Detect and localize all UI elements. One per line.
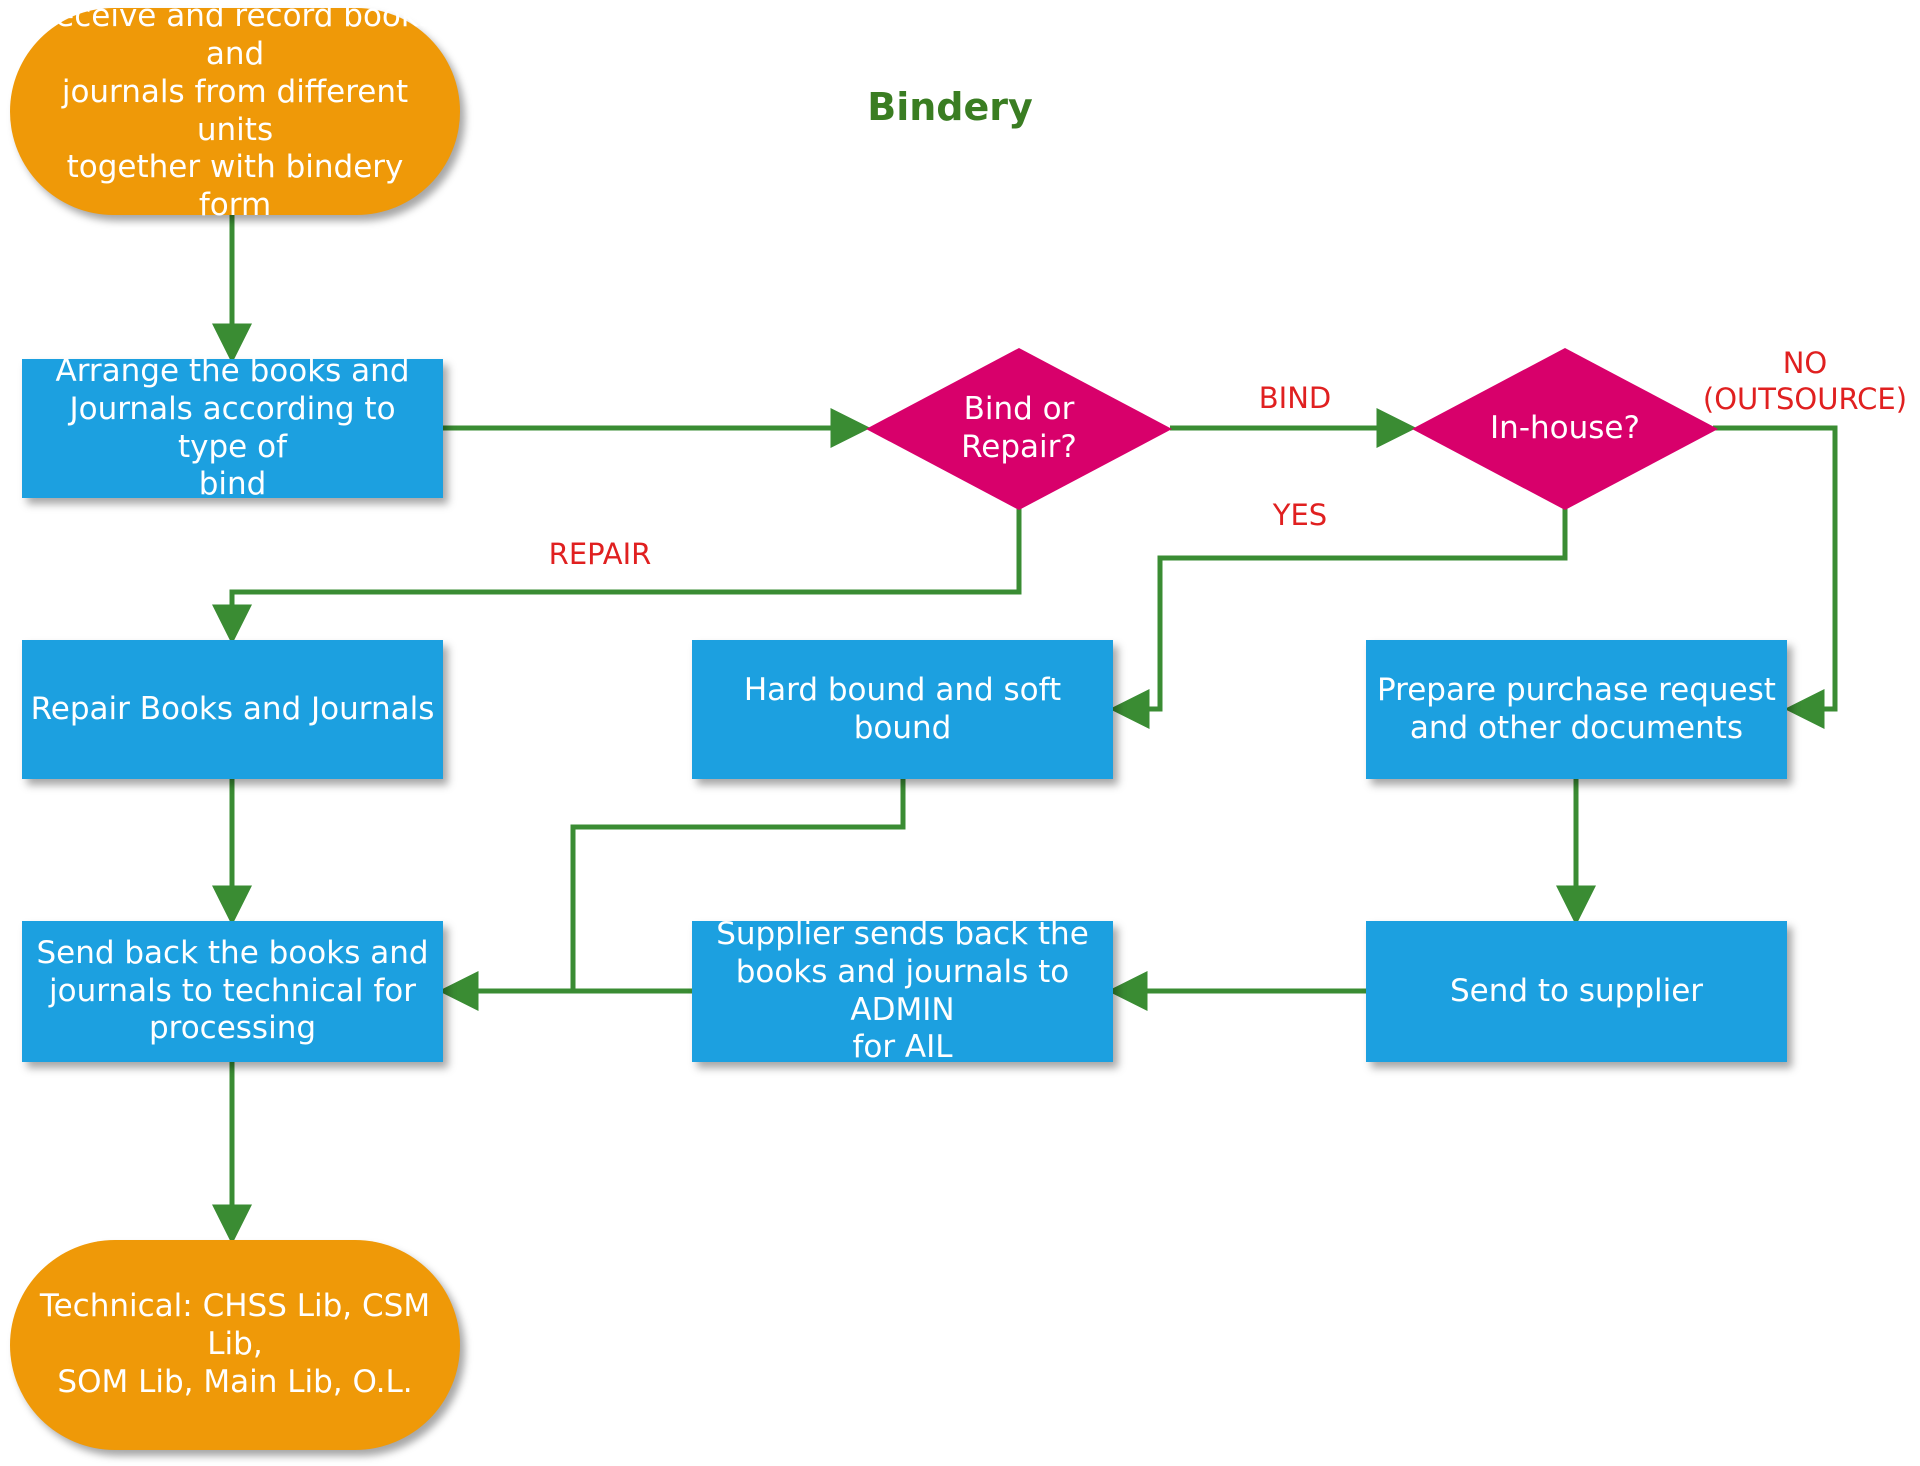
edge-yes-branch (1109, 508, 1568, 729)
edge-repair-branch (212, 508, 1022, 645)
repair-edge-label: REPAIR (548, 537, 652, 571)
prepare-purchase-node: Prepare purchase request and other docum… (1366, 640, 1787, 779)
bind-or-repair-label: Bind or Repair? (961, 391, 1077, 465)
no-outsource-edge-label: NO (OUTSOURCE) (1702, 346, 1908, 417)
technical-node: Technical: CHSS Lib, CSM Lib, SOM Lib, M… (10, 1240, 460, 1450)
edge-hard-soft-to-send-back (570, 779, 906, 991)
hard-soft-bound-node: Hard bound and soft bound (692, 640, 1113, 779)
supplier-sends-back-node: Supplier sends back the books and journa… (692, 916, 1113, 1065)
bind-or-repair-decision: Bind or Repair? (866, 348, 1172, 510)
start-node: Receive and record books and journals fr… (10, 0, 460, 223)
arrange-node: Arrange the books and Journals according… (22, 353, 443, 502)
bind-edge-label: BIND (1258, 381, 1332, 415)
send-to-supplier-node: Send to supplier (1366, 921, 1787, 1062)
in-house-decision: In-house? (1412, 348, 1718, 510)
repair-node: Repair Books and Journals (22, 640, 443, 779)
send-back-node: Send back the books and journals to tech… (22, 921, 443, 1062)
in-house-diamond (1412, 348, 1718, 510)
in-house-label: In-house? (1490, 410, 1640, 447)
bind-or-repair-diamond (866, 348, 1172, 510)
diagram-title: Bindery (867, 85, 1033, 129)
edge-no-branch (1713, 425, 1838, 729)
yes-edge-label: YES (1272, 498, 1328, 532)
